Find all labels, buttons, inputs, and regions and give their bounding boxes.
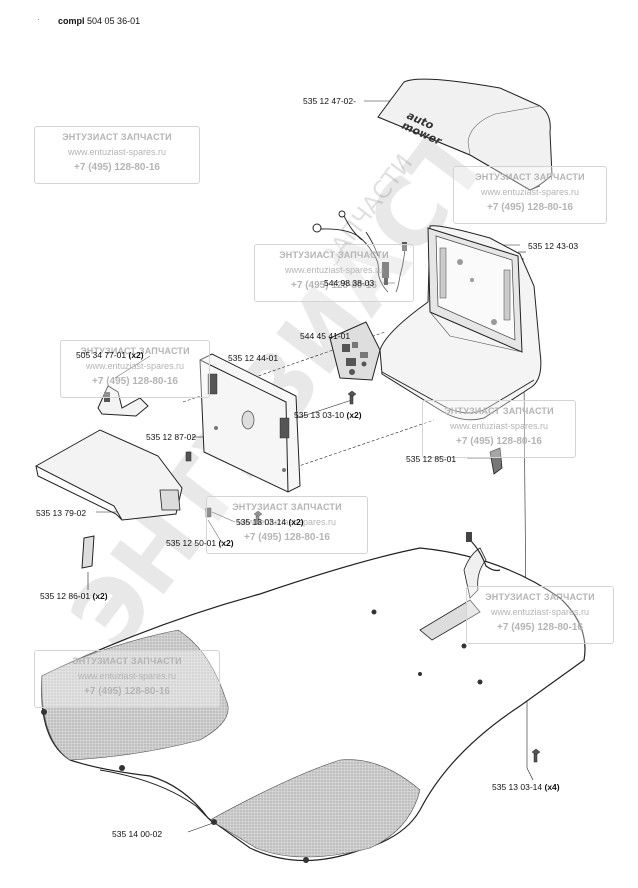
part-label-535-12-47-02: 535 12 47-02- [303, 96, 356, 106]
part-label-535-13-03-14-x4: 535 13 03-14 (x4) [492, 782, 560, 792]
upper-housing [379, 225, 542, 421]
screws [185, 390, 541, 763]
part-label-505-34-77-01: 505 34 77-01 (x2) [76, 350, 144, 360]
side-cover [34, 429, 183, 521]
part-label-535-13-79-02: 535 13 79-02 [36, 508, 87, 518]
strap-part [81, 535, 95, 569]
part-label-535-12-87-02: 535 12 87-02 [146, 432, 197, 442]
part-label-535-12-44-01: 535 12 44-01 [228, 353, 279, 363]
part-label-535-12-86-01: 535 12 86-01 (x2) [40, 591, 108, 601]
corner-dot [38, 19, 39, 20]
part-label-535-12-43-03: 535 12 43-03 [528, 241, 579, 251]
assembly-header: compl 504 05 36-01 [58, 16, 141, 26]
part-label-544-45-41-01: 544 45 41-01 [300, 331, 351, 341]
base-plate [40, 532, 586, 863]
part-label-535-14-00-02: 535 14 00-02 [112, 829, 163, 839]
circuit-board [329, 321, 381, 381]
part-label-535-13-03-10: 535 13 03-10 (x2) [294, 410, 362, 420]
mounting-plate [199, 353, 301, 493]
part-label-535-12-50-01: 535 12 50-01 (x2) [166, 538, 234, 548]
connector-part [489, 447, 503, 475]
cable-harness [312, 210, 407, 293]
part-label-535-12-85-01: 535 12 85-01 [406, 454, 457, 464]
part-label-535-13-03-14-x2: 535 13 03-14 (x2) [236, 517, 304, 527]
part-label-544-98-38-03: 544 98 38-03 [324, 278, 375, 288]
